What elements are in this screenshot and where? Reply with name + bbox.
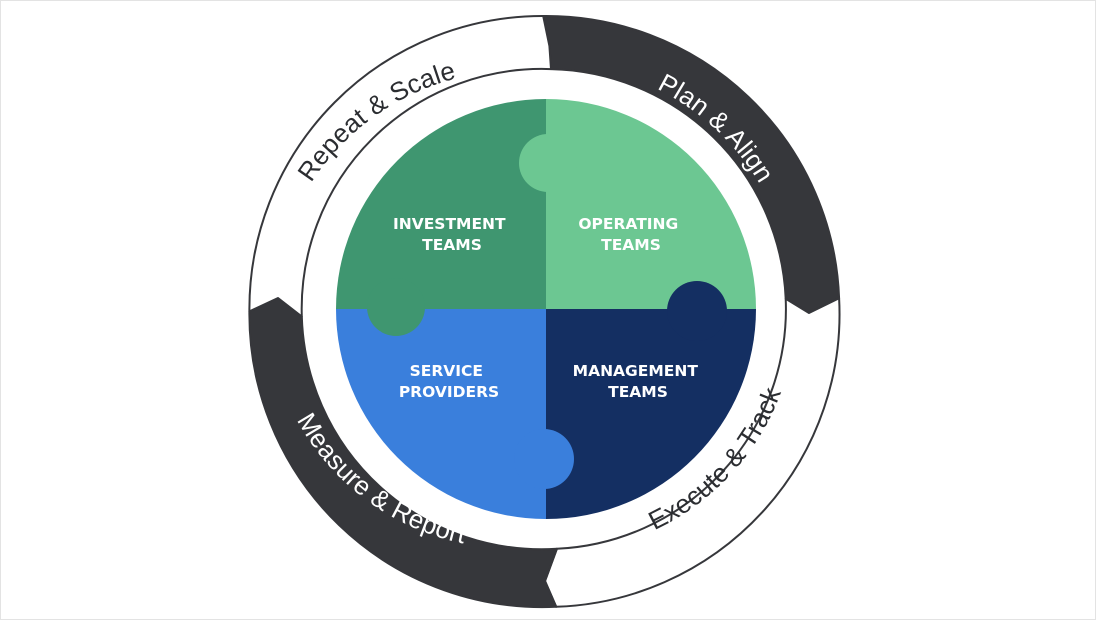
piece-label-investment: INVESTMENT TEAMS [393,215,511,254]
puzzle-tab-bottom [514,429,574,489]
piece-label-service: SERVICE PROVIDERS [399,362,499,401]
cycle-ring [248,14,841,609]
puzzle-tab-top [519,134,577,192]
puzzle-tab-right [667,281,727,341]
piece-label-management: MANAGEMENT TEAMS [573,362,704,401]
puzzle-circle [336,99,756,519]
stage-arrow-repeat-scale [248,14,552,318]
piece-label-operating: OPERATING TEAMS [578,215,683,254]
puzzle-tab-left [367,278,425,336]
